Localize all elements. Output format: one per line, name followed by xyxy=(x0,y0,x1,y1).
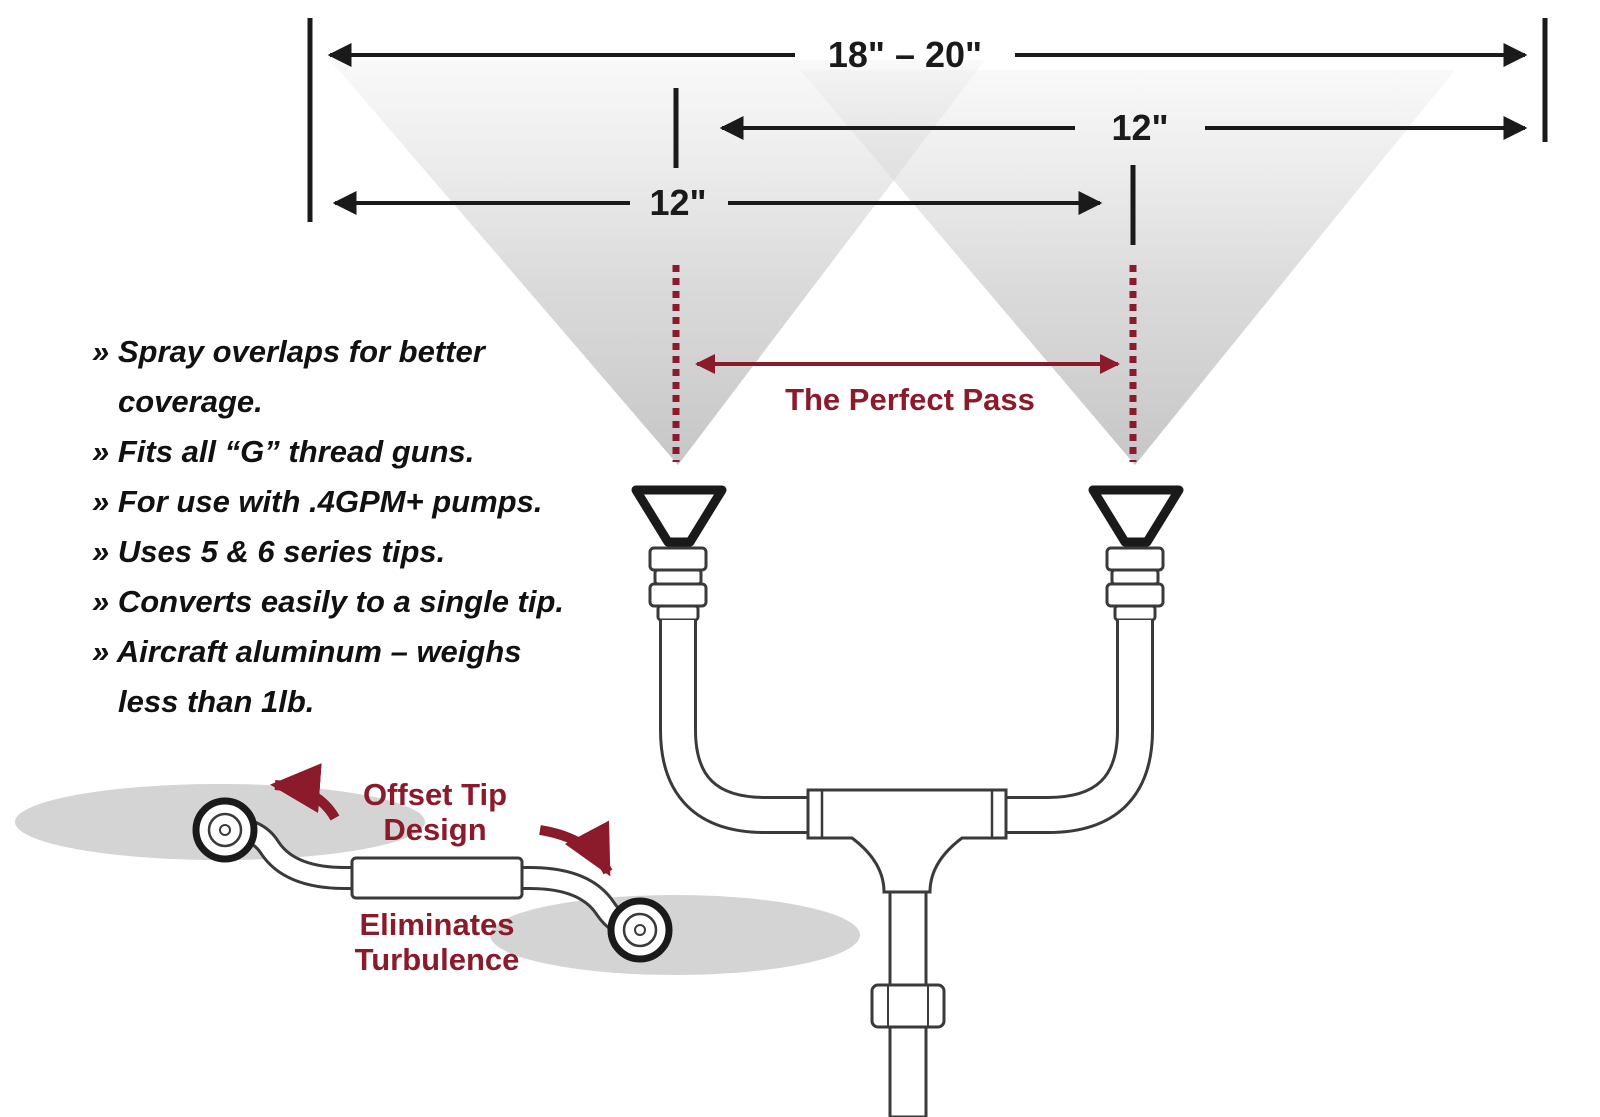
left-fan-dimension: 12" xyxy=(332,165,1136,245)
rotate-right-arrow-icon xyxy=(539,820,613,877)
right-fan-width-label: 12" xyxy=(1111,107,1168,148)
feature-3: » For use with .4GPM+ pumps. xyxy=(92,484,542,519)
offset-left-tip xyxy=(192,797,258,863)
total-width-dimension: 18" – 20" xyxy=(307,18,1548,222)
feature-6-line2: less than 1lb. xyxy=(118,684,314,719)
feature-5: » Converts easily to a single tip. xyxy=(92,584,564,619)
feature-4: » Uses 5 & 6 series tips. xyxy=(92,534,445,569)
offset-tip-label-line2: Design xyxy=(383,812,486,847)
feature-1-line1: » Spray overlaps for better xyxy=(92,334,487,369)
offset-tip-label-line1: Offset Tip xyxy=(363,777,507,812)
right-nozzle xyxy=(1088,485,1184,622)
feature-list: » Spray overlaps for better coverage. » … xyxy=(92,334,564,719)
right-spray-fan xyxy=(800,70,1455,465)
rotate-left-arrow-icon xyxy=(270,763,340,821)
feature-1-line2: coverage. xyxy=(118,384,263,419)
total-width-label: 18" – 20" xyxy=(828,34,982,75)
left-spray-fan xyxy=(330,60,985,465)
perfect-pass-label: The Perfect Pass xyxy=(785,382,1035,417)
right-fan-dimension: 12" xyxy=(673,88,1528,168)
offset-tip-inset: Offset Tip Design Eliminates Turbulence xyxy=(15,763,860,977)
left-nozzle xyxy=(631,485,727,622)
feature-2: » Fits all “G” thread guns. xyxy=(92,434,474,469)
feature-6-line1: » Aircraft aluminum – weighs xyxy=(92,634,522,669)
left-fan-width-label: 12" xyxy=(649,182,706,223)
eliminates-label-line2: Turbulence xyxy=(355,942,520,977)
offset-right-tip xyxy=(607,897,673,963)
y-manifold xyxy=(659,620,1154,1117)
eliminates-label-line1: Eliminates xyxy=(359,907,514,942)
